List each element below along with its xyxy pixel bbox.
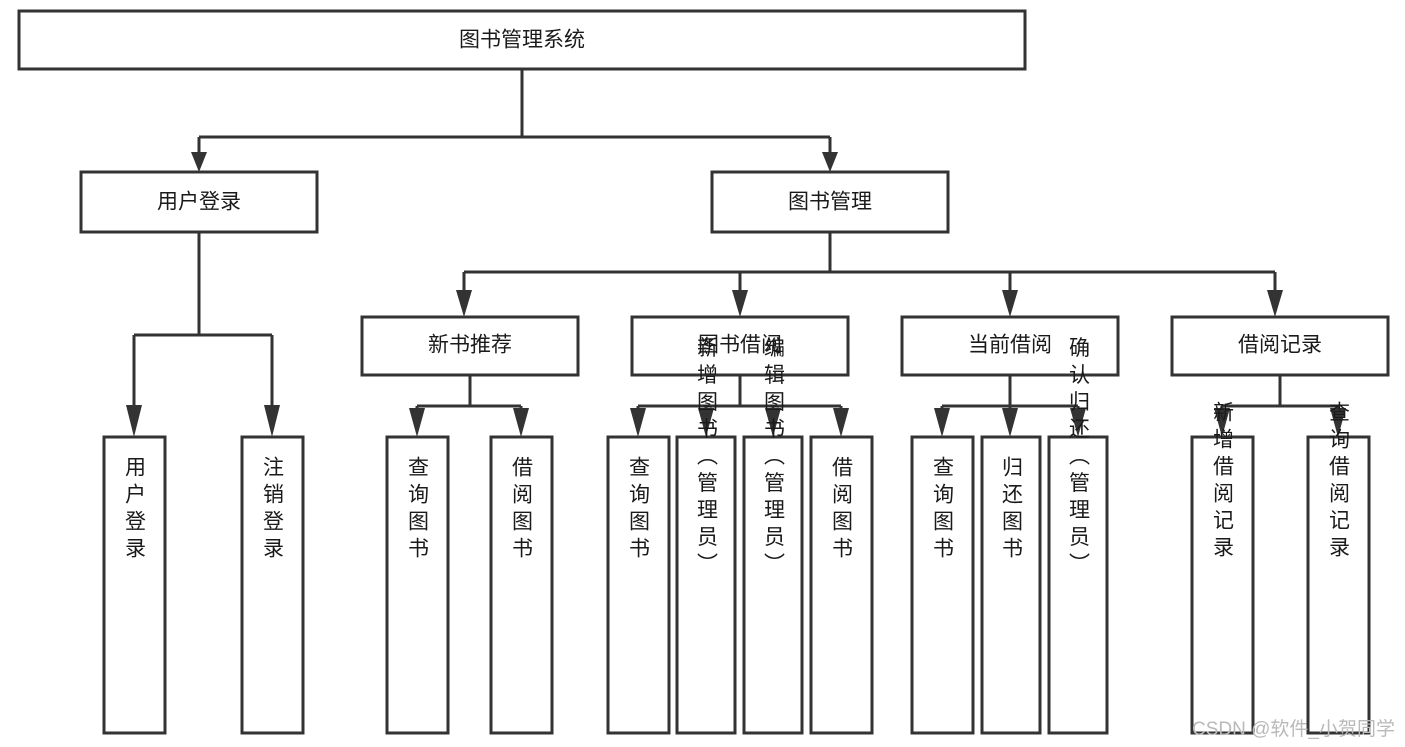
node-leaf-add-record-box[interactable] xyxy=(1190,435,1255,735)
node-leaf-confirm-return-label: 确认归还（管理员） xyxy=(1067,337,1091,580)
arrowhead-book-borrow xyxy=(732,290,748,317)
node-borrow-record-label: 借阅记录 xyxy=(1238,334,1322,357)
arrowhead-leaf-borrow-book-1 xyxy=(513,408,529,437)
node-leaf-edit-book-box[interactable] xyxy=(742,435,804,735)
node-leaf-query-book-3-box[interactable] xyxy=(910,435,975,735)
node-book-manage-box[interactable] xyxy=(710,170,950,234)
arrowhead-leaf-borrow-book-2 xyxy=(833,408,849,437)
arrowhead-leaf-query-book-1 xyxy=(409,408,425,437)
node-leaf-query-book-2-box[interactable] xyxy=(606,435,671,735)
node-leaf-return-book-label: 归还图书 xyxy=(1000,456,1024,564)
node-leaf-user-login[interactable]: 用户登录 xyxy=(102,435,167,735)
arrowhead-leaf-user-login xyxy=(126,405,142,437)
node-leaf-query-record[interactable]: 查询借阅记录 xyxy=(1306,401,1371,735)
arrowhead-new-book-recommend xyxy=(456,290,472,317)
csdn-watermark: CSDN @软件_小贺同学 xyxy=(1192,718,1395,740)
node-current-borrow-label: 当前借阅 xyxy=(968,334,1052,357)
node-leaf-query-book-3-label: 查询图书 xyxy=(931,456,955,564)
node-book-manage-label: 图书管理 xyxy=(788,191,872,214)
node-leaf-add-book[interactable]: 新增图书（管理员） xyxy=(675,337,737,735)
node-leaf-add-record[interactable]: 新增借阅记录 xyxy=(1190,401,1255,735)
arrowhead-leaf-query-record xyxy=(1330,408,1346,437)
node-leaf-query-record-label: 查询借阅记录 xyxy=(1327,401,1351,563)
arrowhead-leaf-confirm-return xyxy=(1070,408,1086,437)
arrowhead-user-login xyxy=(191,152,207,172)
node-leaf-user-logout-box[interactable] xyxy=(240,435,305,735)
node-leaf-user-logout-label: 注销登录 xyxy=(261,456,285,564)
node-new-book-recommend-box[interactable] xyxy=(360,315,580,377)
node-leaf-borrow-book-1-label: 借阅图书 xyxy=(510,456,534,564)
arrowhead-leaf-add-book xyxy=(698,408,714,437)
node-leaf-user-login-label: 用户登录 xyxy=(123,456,147,564)
node-root[interactable]: 图书管理系统 xyxy=(17,9,1027,71)
arrowhead-book-manage xyxy=(822,152,838,172)
arrowhead-current-borrow xyxy=(1002,290,1018,317)
node-leaf-add-book-box[interactable] xyxy=(675,435,737,735)
node-new-book-recommend[interactable]: 新书推荐 xyxy=(360,315,580,377)
node-leaf-borrow-book-1-box[interactable] xyxy=(489,435,554,735)
node-current-borrow-box[interactable] xyxy=(900,315,1120,377)
arrowhead-leaf-user-logout xyxy=(264,405,280,437)
node-leaf-query-book-2[interactable]: 查询图书 xyxy=(606,435,671,735)
node-new-book-recommend-label: 新书推荐 xyxy=(428,334,512,357)
node-leaf-return-book-box[interactable] xyxy=(980,435,1042,735)
node-book-borrow-box[interactable] xyxy=(630,315,850,377)
node-root-label: 图书管理系统 xyxy=(459,29,585,52)
node-leaf-query-book-1[interactable]: 查询图书 xyxy=(385,435,450,735)
arrowhead-leaf-query-book-3 xyxy=(934,408,950,437)
node-book-borrow-label: 图书借阅 xyxy=(698,334,782,357)
node-leaf-confirm-return-box[interactable] xyxy=(1047,435,1109,735)
node-leaf-return-book[interactable]: 归还图书 xyxy=(980,435,1042,735)
node-leaf-query-book-1-label: 查询图书 xyxy=(406,456,430,564)
node-leaf-borrow-book-2[interactable]: 借阅图书 xyxy=(809,435,874,735)
arrowhead-leaf-add-record xyxy=(1214,408,1230,437)
node-leaf-borrow-book-2-label: 借阅图书 xyxy=(830,456,854,564)
node-borrow-record-box[interactable] xyxy=(1170,315,1390,377)
node-leaf-user-login-box[interactable] xyxy=(102,435,167,735)
node-leaf-user-logout[interactable]: 注销登录 xyxy=(240,435,305,735)
node-user-login-box[interactable] xyxy=(79,170,319,234)
arrowhead-leaf-edit-book xyxy=(765,408,781,437)
node-book-manage[interactable]: 图书管理 xyxy=(710,170,950,234)
node-leaf-borrow-book-1[interactable]: 借阅图书 xyxy=(489,435,554,735)
node-borrow-record[interactable]: 借阅记录 xyxy=(1170,315,1390,377)
node-leaf-query-record-box[interactable] xyxy=(1306,435,1371,735)
arrowhead-borrow-record xyxy=(1267,290,1283,317)
node-user-login[interactable]: 用户登录 xyxy=(79,170,319,234)
node-leaf-query-book-1-box[interactable] xyxy=(385,435,450,735)
node-book-borrow[interactable]: 图书借阅 xyxy=(630,315,850,377)
node-root-box[interactable] xyxy=(17,9,1027,71)
node-user-login-label: 用户登录 xyxy=(157,191,241,214)
node-leaf-confirm-return[interactable]: 确认归还（管理员） xyxy=(1047,337,1109,735)
node-leaf-edit-book-label: 编辑图书（管理员） xyxy=(762,337,786,580)
arrowhead-leaf-return-book xyxy=(1002,408,1018,437)
edge-layer xyxy=(126,69,1346,437)
arrowhead-leaf-query-book-2 xyxy=(630,408,646,437)
node-leaf-edit-book[interactable]: 编辑图书（管理员） xyxy=(742,337,804,735)
node-leaf-query-book-2-label: 查询图书 xyxy=(627,456,651,564)
node-leaf-query-book-3[interactable]: 查询图书 xyxy=(910,435,975,735)
node-leaf-add-book-label: 新增图书（管理员） xyxy=(695,337,719,580)
node-leaf-borrow-book-2-box[interactable] xyxy=(809,435,874,735)
node-leaf-add-record-label: 新增借阅记录 xyxy=(1211,401,1235,563)
node-current-borrow[interactable]: 当前借阅 xyxy=(900,315,1120,377)
